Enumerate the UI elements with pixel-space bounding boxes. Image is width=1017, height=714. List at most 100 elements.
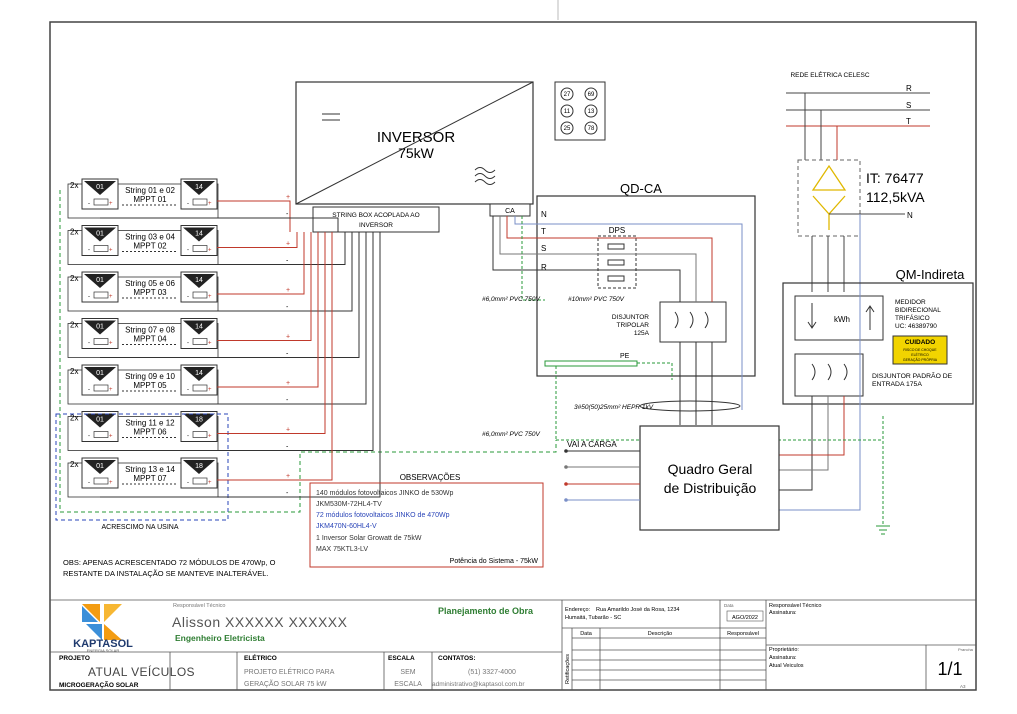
obs-line: 72 módulos fotovoltaicos JINKO de 470Wp [316,512,450,519]
pv-module-plus: + [208,201,212,207]
sheet-value: 1/1 [937,659,962,679]
pv-module-minus: - [88,434,90,440]
obs-line: JKM530M-72HL4-TV [316,501,382,508]
pv-module-plus: + [109,201,113,207]
string-mppt: MPPT 04 [133,335,167,344]
dc-negative-cable [100,232,346,265]
pv-module-minus: - [187,341,189,347]
pv-module-minus: - [187,434,189,440]
pv-module-terminal [192,431,208,438]
qgd-title: de Distribuição [664,480,757,496]
string-mppt: MPPT 01 [133,195,167,204]
obs-line: 1 Inversor Solar Growatt de 75kW [316,535,422,542]
obs-line: MAX 75KTL3-LV [316,546,368,553]
pv-module-terminal [93,198,109,206]
pe-conductor [555,362,673,440]
inverter-title: INVERSOR [377,129,456,146]
pv-module-number: 01 [96,184,104,191]
electrical-caption: ELÉTRICO [244,653,277,662]
resp-name: Alisson XXXXXX XXXXXX [172,614,348,630]
ca-output [489,203,531,217]
cable-bundle [639,400,741,412]
cert-icon-label: 69 [588,92,595,98]
dc-negative-mark: - [286,351,289,358]
pv-module-plus: + [208,341,212,347]
logo-tagline: ENERGIA SOLAR [87,648,120,653]
caution-sub: ELÉTRICO [911,352,929,357]
dc-positive-mark: + [286,473,290,480]
owner-name: Atual Veiculos [769,663,804,669]
contact-phone: (51) 3327-4000 [468,669,516,676]
date-box [726,610,764,622]
dc-negative-mark: - [286,211,289,218]
pv-module-number: 01 [96,417,104,424]
dps-label: DPS [609,226,625,235]
date-caption: Data [724,603,734,608]
qm-title: QM-Indireta [896,267,965,282]
scale-value: ESCALA [394,681,422,688]
dc-positive-cable [217,200,291,232]
string-box: STRING BOX ACOPLADA AO INVERSOR [312,206,440,233]
certification-icons: 27 69 11 13 25 78 [554,81,606,141]
dc-positive-cable [217,232,305,295]
pv-module-cell [183,413,215,428]
dc-negative-mark: - [286,490,289,497]
obs-title: OBSERVAÇÕES [400,473,461,482]
pv-module-cell [84,367,116,381]
dc-negative-mark: - [286,397,289,404]
string-multiplier: 2x [70,274,78,283]
pv-module-minus: - [88,248,90,254]
cert-icon-label: 25 [564,126,571,132]
grid-phase-label: T [906,117,911,126]
obs-line: JKM470N-60HL4-V [316,523,377,530]
pe-label: PE [620,353,630,360]
obs-line: 140 módulos fotovoltaicos JINKO de 530Wp [316,490,453,497]
pv-module-number: 01 [96,277,104,284]
caution-title: CUIDADO [905,339,935,346]
main-distribution-board: Quadro Geral de Distribuição VAI A CARGA [556,425,780,531]
string-name: String 09 e 10 [125,372,175,381]
pv-module-number: 01 [96,463,104,470]
sheet-caption: Prancha [958,647,974,652]
transformer-power: 112,5kVA [866,189,925,205]
string-name: String 11 e 12 [125,419,175,428]
qgd-title: Quadro Geral [668,461,753,477]
string-multiplier: 2x [70,228,78,237]
pv-module-terminal [192,245,208,252]
dc-positive-mark: + [286,241,290,248]
pv-module-minus: - [88,387,90,393]
title-block [50,599,976,690]
electrical-line: GERAÇÃO SOLAR 75 kW [244,679,327,688]
pe-bar [544,360,638,367]
pv-module-terminal [93,384,109,392]
cable-label: #10mm² PVC 750V [568,296,625,303]
string-multiplier: 2x [70,367,78,376]
meter-desc: MEDIDOR [895,299,926,306]
cert-icon-label: 27 [564,92,571,98]
breaker-label: TRIPOLAR [616,322,649,329]
string-multiplier: 2x [70,414,78,423]
qdca-title: QD-CA [620,181,662,196]
rev-header: Descrição [648,631,672,637]
dc-negative-cable [100,217,339,232]
pv-module-plus: + [208,480,212,486]
logo-name: KAPTASOL [73,638,133,650]
string-mppt: MPPT 06 [133,428,167,437]
cert-icon-label: 13 [588,109,595,115]
caution-sub: RISCO DE CHOQUE [903,348,937,352]
cert-icon-label: 11 [564,109,571,115]
pv-module-terminal [93,431,109,438]
grid-phase-label: R [906,84,912,93]
owner-caption: Proprietário: [769,647,799,653]
meter-desc: UC: 46389790 [895,323,937,330]
pv-module-cell [183,181,215,195]
pv-module-plus: + [109,294,113,300]
pv-module-minus: - [187,480,189,486]
pv-module-terminal [192,291,208,299]
electrical-line: PROJETO ELÉTRICO PARA [244,667,335,676]
